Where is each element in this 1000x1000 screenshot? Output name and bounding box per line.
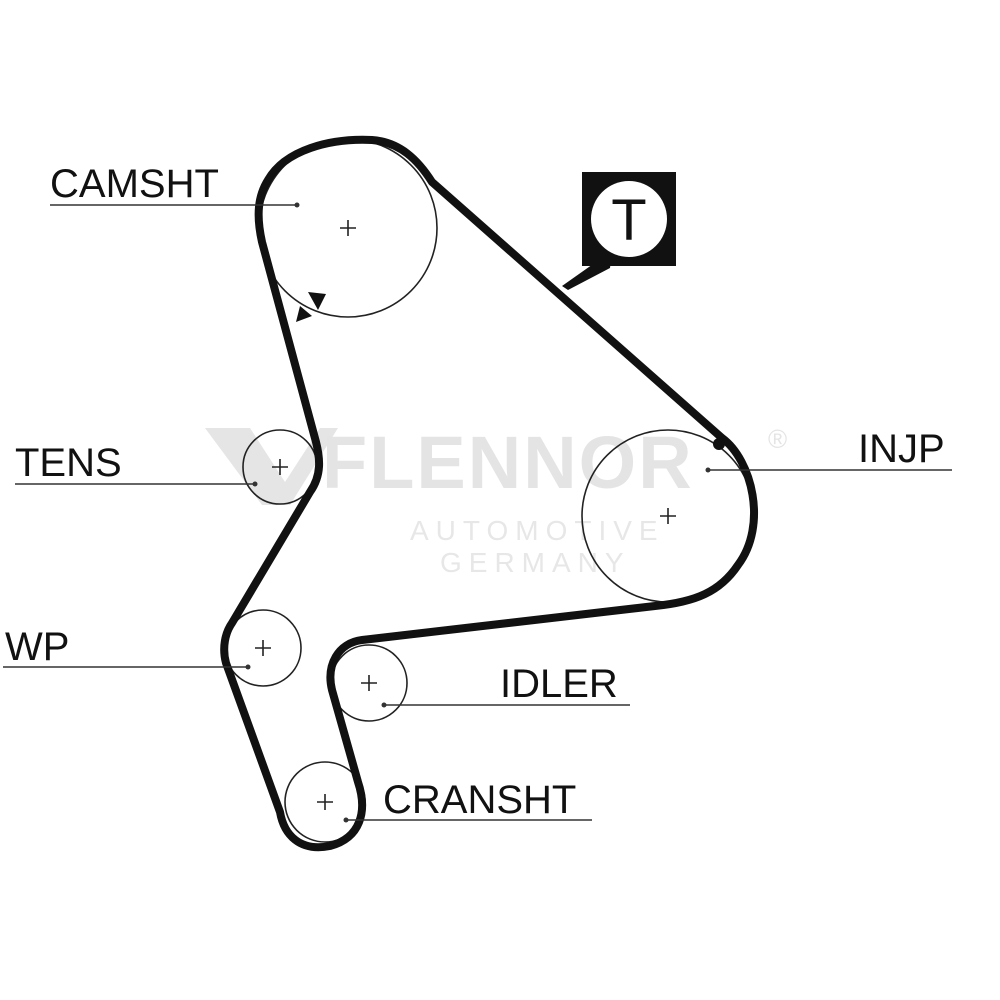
camshaft-timing-arrow-lower xyxy=(296,306,312,322)
water-pump-label: WP xyxy=(5,625,69,669)
watermark-registered: ® xyxy=(768,424,787,454)
watermark-line1: AUTOMOTIVE xyxy=(410,515,665,546)
water-pump-leader-dot xyxy=(245,664,251,670)
camshaft-label: CAMSHT xyxy=(50,162,219,206)
watermark-logo-mark xyxy=(205,428,338,505)
crankshaft-leader-dot xyxy=(343,817,349,823)
camshaft-timing-arrow-upper xyxy=(308,292,326,310)
belt-marker: T xyxy=(562,172,676,290)
pulley-centers xyxy=(255,220,676,810)
injection-pump-label: INJP xyxy=(858,427,945,471)
camshaft-leader-dot xyxy=(294,202,300,208)
injection-pump-leader-dot xyxy=(705,467,711,473)
idler-center-mark xyxy=(361,675,377,691)
timing-belt xyxy=(220,135,759,852)
watermark: FLENNOR ® AUTOMOTIVE GERMANY xyxy=(205,421,787,578)
camshaft-center-mark xyxy=(340,220,356,236)
injection-pump-timing-dot xyxy=(713,438,725,450)
idler-label: IDLER xyxy=(500,662,618,706)
idler-leader-dot xyxy=(381,702,387,708)
tensioner-center-mark xyxy=(272,459,288,475)
injection-pump-center-mark xyxy=(660,508,676,524)
crankshaft-center-mark xyxy=(317,794,333,810)
leader-dots xyxy=(245,202,711,823)
tensioner-leader-dot xyxy=(252,481,258,487)
crankshaft-label: CRANSHT xyxy=(383,778,576,822)
watermark-brand: FLENNOR xyxy=(322,421,694,504)
belt-marker-letter: T xyxy=(611,188,646,253)
tensioner-label: TENS xyxy=(15,441,122,485)
belt-marker-circle xyxy=(591,181,667,257)
leader-lines xyxy=(3,204,952,821)
water-pump-center-mark xyxy=(255,640,271,656)
watermark-line2: GERMANY xyxy=(440,547,631,578)
